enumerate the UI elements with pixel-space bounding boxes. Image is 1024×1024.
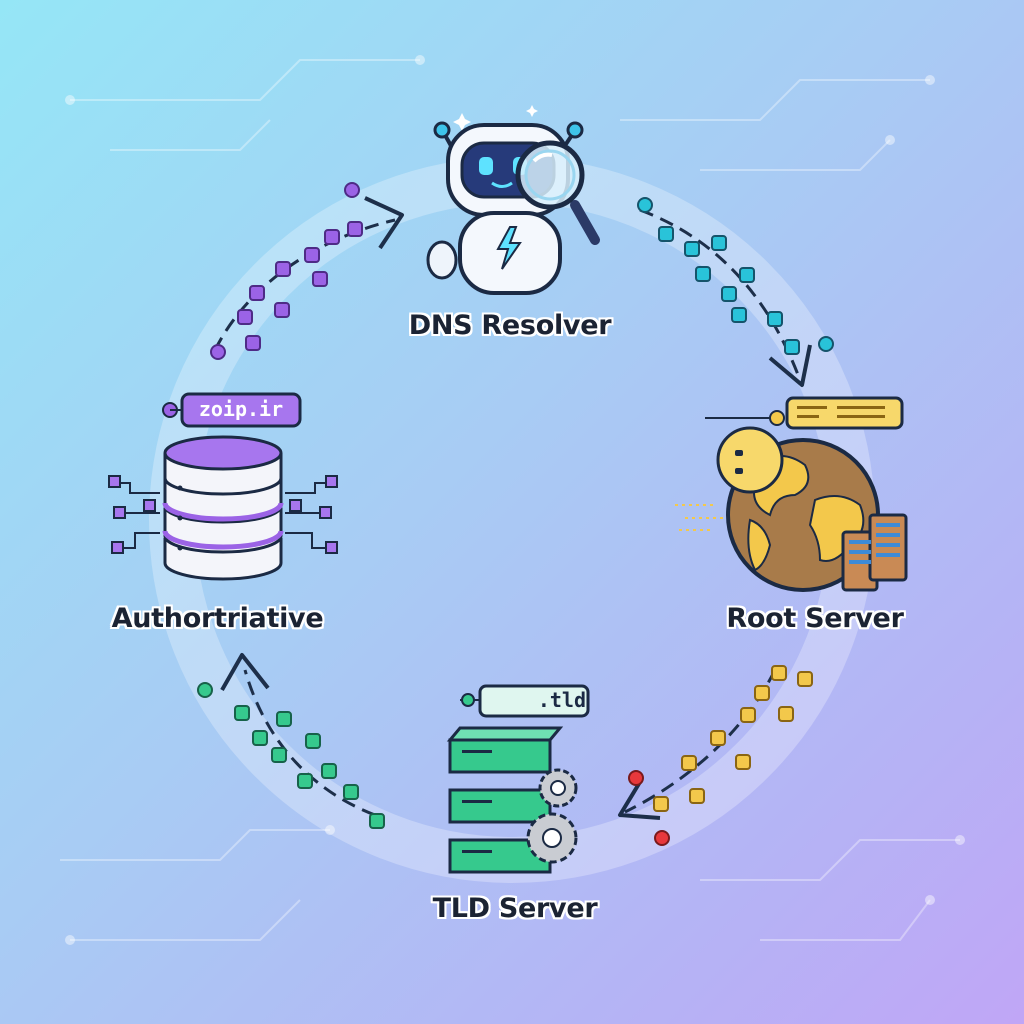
- dns-resolver-node: [400, 95, 620, 305]
- root-server-node: [665, 390, 915, 600]
- arrow-authoritative-to-resolver: [210, 182, 404, 360]
- arrow-tld-to-authoritative: [197, 653, 385, 829]
- database-stack-icon: [108, 392, 338, 581]
- circuit-traces: [60, 59, 960, 941]
- dns-resolver-label: DNS Resolver: [408, 310, 612, 341]
- root-server-label: Root Server: [726, 603, 904, 634]
- tld-server-stack-icon: [446, 684, 590, 874]
- robot-magnifier-icon: [426, 105, 600, 295]
- tld-server-label: TLD Server: [432, 893, 598, 924]
- arrow-root-to-tld: [618, 665, 813, 846]
- authoritative-server-node: zoip.ir: [100, 388, 350, 588]
- domain-tag: zoip.ir: [198, 397, 284, 421]
- circuit-nodes: [65, 55, 965, 945]
- authoritative-label: Authortriative: [111, 603, 324, 634]
- tld-tag: .tld: [537, 688, 586, 712]
- arrow-resolver-to-root: [637, 197, 834, 387]
- globe-server-icon: [675, 396, 908, 592]
- tld-server-node: .tld: [440, 680, 600, 885]
